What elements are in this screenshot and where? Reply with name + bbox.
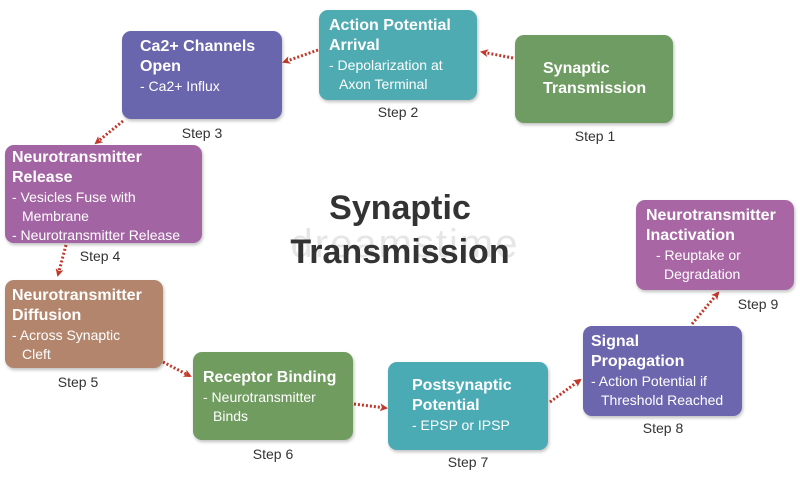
diagram-title: Synaptic Transmission <box>240 186 560 274</box>
step-9-box: Neurotransmitter Inactivation - Reuptake… <box>636 200 794 290</box>
step-2-title: Action Potential Arrival <box>329 17 451 54</box>
step-9-desc-1: - Reuptake or <box>656 247 741 263</box>
step-7-label: Step 7 <box>447 454 489 470</box>
step-8-label: Step 8 <box>642 420 684 436</box>
step-5-box: Neurotransmitter Diffusion - Across Syna… <box>5 280 163 368</box>
step-4-desc-1: - Vesicles Fuse with <box>12 189 136 205</box>
step-8-desc-2: Threshold Reached <box>601 392 724 408</box>
step-1-label: Step 1 <box>574 128 616 144</box>
step-8-desc-1: - Action Potential if <box>591 373 707 389</box>
step-6-desc-1: - Neurotransmitter <box>203 389 316 405</box>
flow-arrow-1 <box>480 49 514 60</box>
step-5-label: Step 5 <box>57 374 99 390</box>
flow-arrow-2 <box>282 48 319 64</box>
step-1-box: Synaptic Transmission <box>515 35 673 123</box>
step-7-desc-1: - EPSP or IPSP <box>412 417 510 433</box>
step-4-box: Neurotransmitter Release - Vesicles Fuse… <box>5 145 202 243</box>
step-4-title: Neurotransmitter Release <box>12 149 142 186</box>
diagram-title-line-2: Transmission <box>290 233 510 271</box>
step-7-box: Postsynaptic Potential - EPSP or IPSP <box>388 362 548 450</box>
step-2-label: Step 2 <box>377 104 419 120</box>
step-6-label: Step 6 <box>252 446 294 462</box>
step-9-title: Neurotransmitter Inactivation <box>646 207 776 244</box>
step-4-desc-2: Membrane <box>22 208 89 224</box>
step-1-title: Synaptic Transmission <box>543 60 647 97</box>
step-6-title: Receptor Binding <box>203 369 337 386</box>
flow-arrow-7 <box>549 378 582 404</box>
flow-arrow-6 <box>353 402 388 412</box>
step-3-label: Step 3 <box>181 125 223 141</box>
step-5-desc-1: - Across Synaptic <box>12 327 121 343</box>
step-2-box: Action Potential Arrival - Depolarizatio… <box>319 10 477 100</box>
flow-arrow-5 <box>162 360 192 378</box>
step-4-desc-3: - Neurotransmitter Release <box>12 227 181 243</box>
step-8-title: Signal Propagation <box>591 333 685 370</box>
step-6-desc-2: Binds <box>213 408 249 424</box>
diagram-title-line-1: Synaptic <box>329 189 471 227</box>
step-6-box: Receptor Binding - Neurotransmitter Bind… <box>193 352 353 440</box>
step-5-title: Neurotransmitter Diffusion <box>12 287 142 324</box>
step-8-box: Signal Propagation - Action Potential if… <box>583 326 742 416</box>
flow-arrow-3 <box>94 119 124 145</box>
step-3-title: Ca2+ Channels Open <box>140 38 256 75</box>
step-3-box: Ca2+ Channels Open - Ca2+ Influx <box>122 31 282 119</box>
step-2-desc-2: Axon Terminal <box>339 76 428 92</box>
watermark-text: dreamstime <box>290 222 520 266</box>
step-4-label: Step 4 <box>79 248 121 264</box>
step-2-desc-1: - Depolarization at <box>329 57 443 73</box>
step-5-desc-2: Cleft <box>22 346 51 362</box>
step-3-desc-1: - Ca2+ Influx <box>140 78 220 94</box>
step-9-desc-2: Degradation <box>664 266 741 282</box>
step-9-label: Step 9 <box>737 296 779 312</box>
step-7-title: Postsynaptic Potential <box>412 377 512 414</box>
